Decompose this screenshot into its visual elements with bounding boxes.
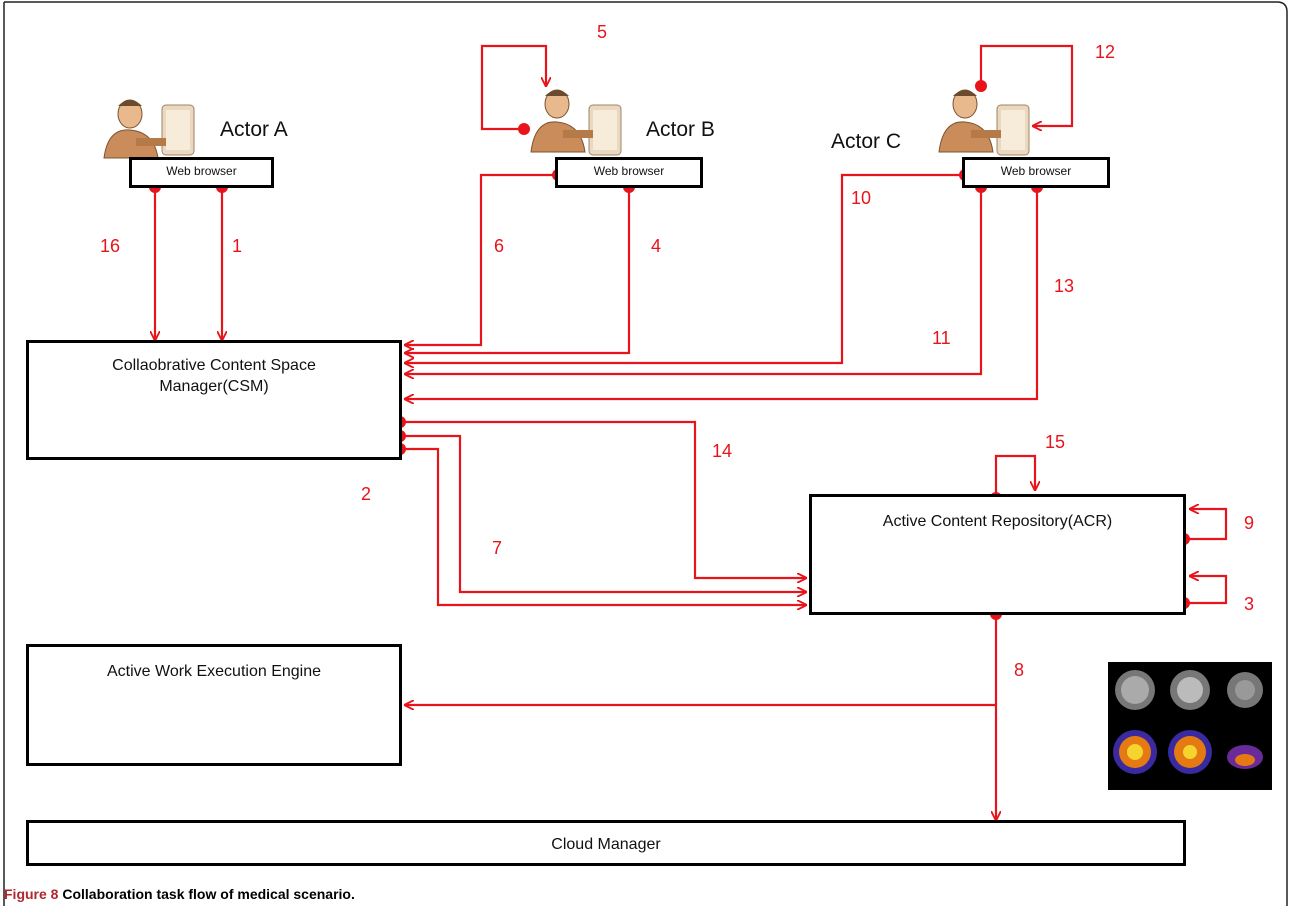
actor-b-web-browser: Web browser (555, 157, 703, 188)
arrow-10 (405, 175, 965, 363)
cloud-manager-box: Cloud Manager (26, 820, 1186, 866)
step-10: 10 (851, 188, 871, 209)
csm-box: Collaobrative Content Space Manager(CSM) (26, 340, 402, 460)
step-3: 3 (1244, 594, 1254, 615)
step-2: 2 (361, 484, 371, 505)
step-8: 8 (1014, 660, 1024, 681)
step-14: 14 (712, 441, 732, 462)
figure-caption-text: Collaboration task flow of medical scena… (62, 886, 355, 902)
actor-b-icon (531, 90, 621, 155)
cloud-manager-title: Cloud Manager (29, 834, 1183, 855)
step-6: 6 (494, 236, 504, 257)
awe-box: Active Work Execution Engine (26, 644, 402, 766)
csm-title: Collaobrative Content Space Manager(CSM) (29, 355, 399, 397)
figure-caption: Figure 8 Collaboration task flow of medi… (4, 886, 355, 902)
actor-c-icon (939, 90, 1029, 155)
step-7: 7 (492, 538, 502, 559)
actor-a-web-browser: Web browser (129, 157, 274, 188)
step-5: 5 (597, 22, 607, 43)
arrow-3 (1184, 576, 1226, 603)
step-15: 15 (1045, 432, 1065, 453)
arrow-7 (400, 436, 806, 592)
step-11: 11 (932, 328, 951, 349)
acr-title: Active Content Repository(ACR) (812, 511, 1183, 532)
step-1: 1 (232, 236, 242, 257)
actor-a-label: Actor A (220, 118, 288, 142)
arrow-13 (405, 187, 1037, 399)
arrow-15 (996, 456, 1035, 498)
figure-number: Figure 8 (4, 886, 58, 902)
brain-scan-image (1108, 662, 1272, 790)
arrow-4 (405, 187, 629, 353)
step-12: 12 (1095, 42, 1115, 63)
awe-title: Active Work Execution Engine (29, 661, 399, 682)
actor-b-label: Actor B (646, 118, 715, 142)
arrow-5 (482, 46, 546, 129)
arrow-11 (405, 187, 981, 374)
arrow-6 (405, 175, 558, 345)
actor-a-icon (104, 100, 194, 158)
actor-c-web-browser: Web browser (962, 157, 1110, 188)
actor-c-label: Actor C (831, 130, 901, 154)
step-16: 16 (100, 236, 120, 257)
step-9: 9 (1244, 513, 1254, 534)
arrow-9 (1184, 509, 1226, 539)
step-4: 4 (651, 236, 661, 257)
step-13: 13 (1054, 276, 1074, 297)
acr-box: Active Content Repository(ACR) (809, 494, 1186, 615)
